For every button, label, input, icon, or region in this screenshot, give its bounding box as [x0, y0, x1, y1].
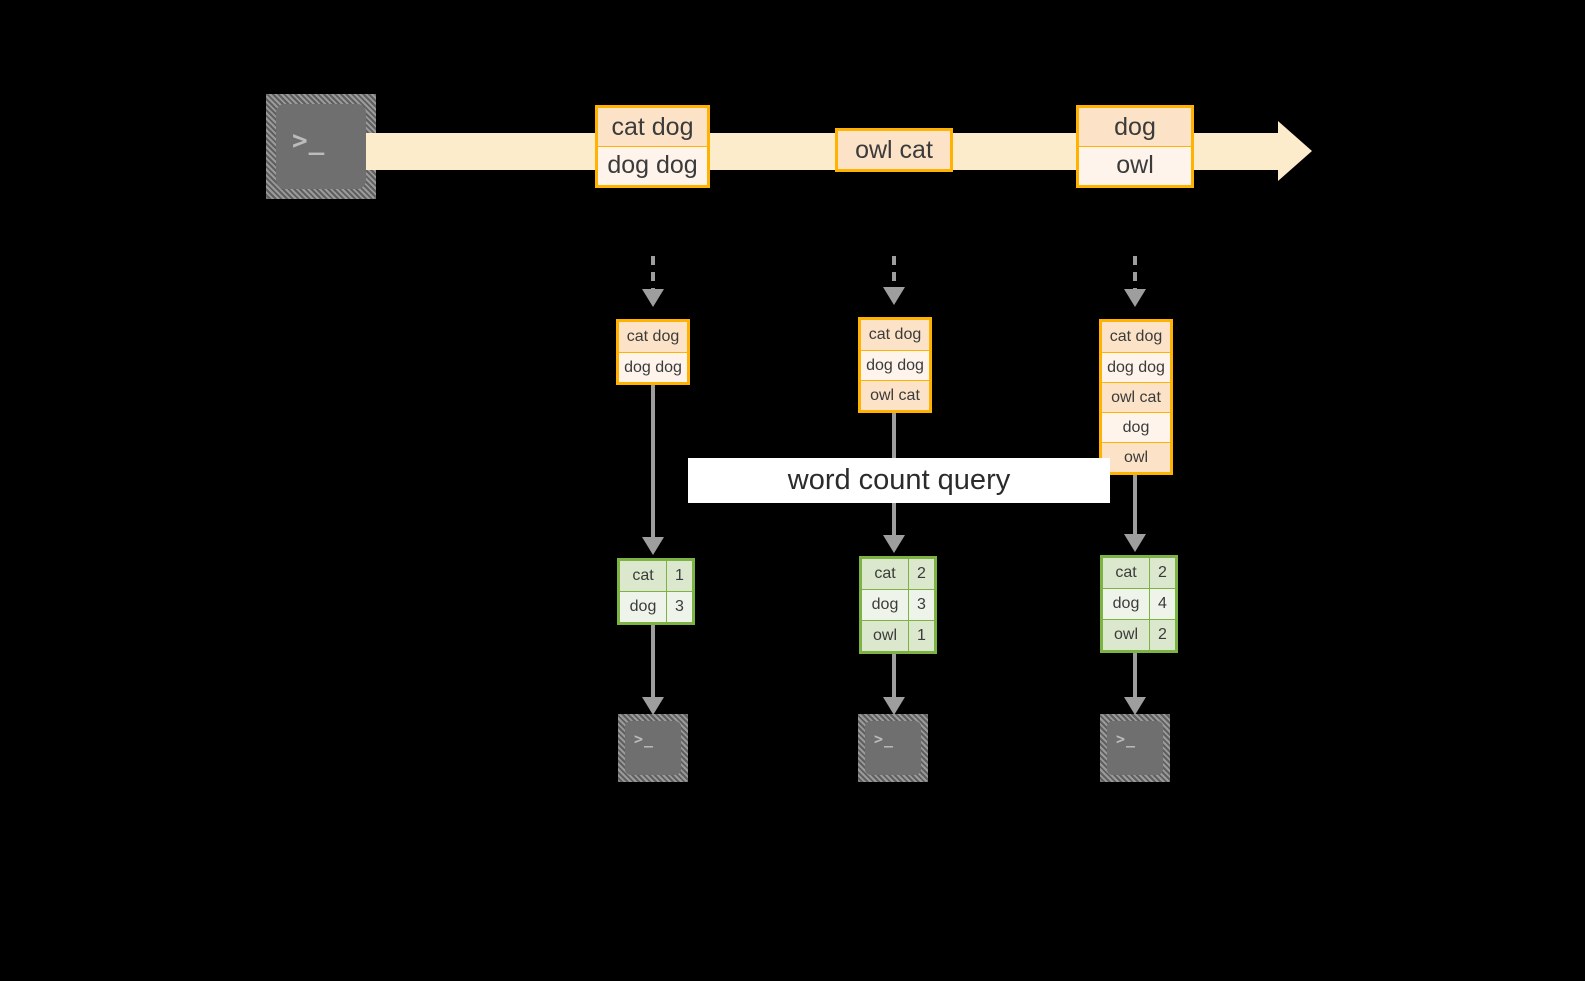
connector-arrowhead-icon [642, 289, 664, 307]
stream-tap-connector [1133, 256, 1137, 292]
sink-connector [1133, 649, 1137, 700]
snapshot-input-line: owl cat [1102, 382, 1170, 412]
record-line: dog dog [598, 146, 707, 184]
result-count: 4 [1149, 589, 1175, 619]
table-row: owl 1 [862, 620, 934, 651]
terminal-screen [276, 104, 366, 189]
record-line: dog [1079, 108, 1191, 146]
connector-arrowhead-icon [642, 537, 664, 555]
query-connector [651, 385, 655, 540]
table-row: owl 2 [1103, 619, 1175, 650]
stream-arrowhead-icon [1278, 121, 1312, 181]
connector-arrowhead-icon [642, 697, 664, 715]
result-table[interactable]: cat 1 dog 3 [617, 558, 695, 625]
record-line: cat dog [598, 108, 707, 146]
result-table[interactable]: cat 2 dog 3 owl 1 [859, 556, 937, 654]
result-count: 3 [908, 590, 934, 620]
terminal-prompt-glyph: >_ [292, 126, 326, 156]
table-row: cat 2 [862, 559, 934, 589]
snapshot-input-line: dog dog [861, 350, 929, 380]
record-line: owl cat [838, 131, 950, 169]
stream-record[interactable]: cat dog dog dog [595, 105, 710, 188]
query-label: word count query [787, 464, 1011, 496]
connector-arrowhead-icon [883, 287, 905, 305]
result-word: owl [1103, 620, 1149, 650]
connector-arrowhead-icon [1124, 697, 1146, 715]
result-count: 2 [1149, 558, 1175, 588]
stream-record[interactable]: owl cat [835, 128, 953, 172]
connector-arrowhead-icon [883, 697, 905, 715]
terminal-screen [1107, 721, 1163, 775]
snapshot-input-line: cat dog [1102, 322, 1170, 352]
snapshot-input-line: dog dog [619, 352, 687, 382]
snapshot-input-line: cat dog [619, 322, 687, 352]
result-table[interactable]: cat 2 dog 4 owl 2 [1100, 555, 1178, 653]
table-row: dog 4 [1103, 588, 1175, 619]
table-row: cat 2 [1103, 558, 1175, 588]
result-word: cat [862, 559, 908, 589]
terminal-prompt-glyph: >_ [874, 730, 895, 748]
connector-arrowhead-icon [883, 535, 905, 553]
stream-record[interactable]: dog owl [1076, 105, 1194, 188]
snapshot-input-line: dog [1102, 412, 1170, 442]
snapshot-input-line: owl [1102, 442, 1170, 472]
sink-connector [892, 650, 896, 700]
result-count: 3 [666, 592, 692, 622]
source-terminal-icon: >_ [266, 94, 376, 199]
sink-terminal-icon: >_ [858, 714, 928, 782]
snapshot-input-box[interactable]: cat dog dog dog owl cat dog owl [1099, 319, 1173, 475]
table-row: cat 1 [620, 561, 692, 591]
snapshot-input-box[interactable]: cat dog dog dog owl cat [858, 317, 932, 413]
result-word: cat [1103, 558, 1149, 588]
snapshot-input-box[interactable]: cat dog dog dog [616, 319, 690, 385]
table-row: dog 3 [862, 589, 934, 620]
sink-terminal-icon: >_ [618, 714, 688, 782]
terminal-screen [865, 721, 921, 775]
terminal-prompt-glyph: >_ [634, 730, 655, 748]
snapshot-input-line: dog dog [1102, 352, 1170, 382]
result-count: 2 [1149, 620, 1175, 650]
result-count: 1 [908, 621, 934, 651]
sink-terminal-icon: >_ [1100, 714, 1170, 782]
table-row: dog 3 [620, 591, 692, 622]
terminal-prompt-glyph: >_ [1116, 730, 1137, 748]
result-word: dog [620, 592, 666, 622]
result-count: 2 [908, 559, 934, 589]
result-word: owl [862, 621, 908, 651]
sink-connector [651, 620, 655, 700]
stream-tap-connector [651, 256, 655, 292]
terminal-screen [625, 721, 681, 775]
query-label-band: word count query [688, 458, 1110, 503]
snapshot-input-line: owl cat [861, 380, 929, 410]
snapshot-input-line: cat dog [861, 320, 929, 350]
stream-tap-connector [892, 256, 896, 290]
query-connector [1133, 475, 1137, 537]
result-word: dog [862, 590, 908, 620]
result-word: cat [620, 561, 666, 591]
connector-arrowhead-icon [1124, 289, 1146, 307]
record-line: owl [1079, 146, 1191, 184]
result-word: dog [1103, 589, 1149, 619]
result-count: 1 [666, 561, 692, 591]
connector-arrowhead-icon [1124, 534, 1146, 552]
